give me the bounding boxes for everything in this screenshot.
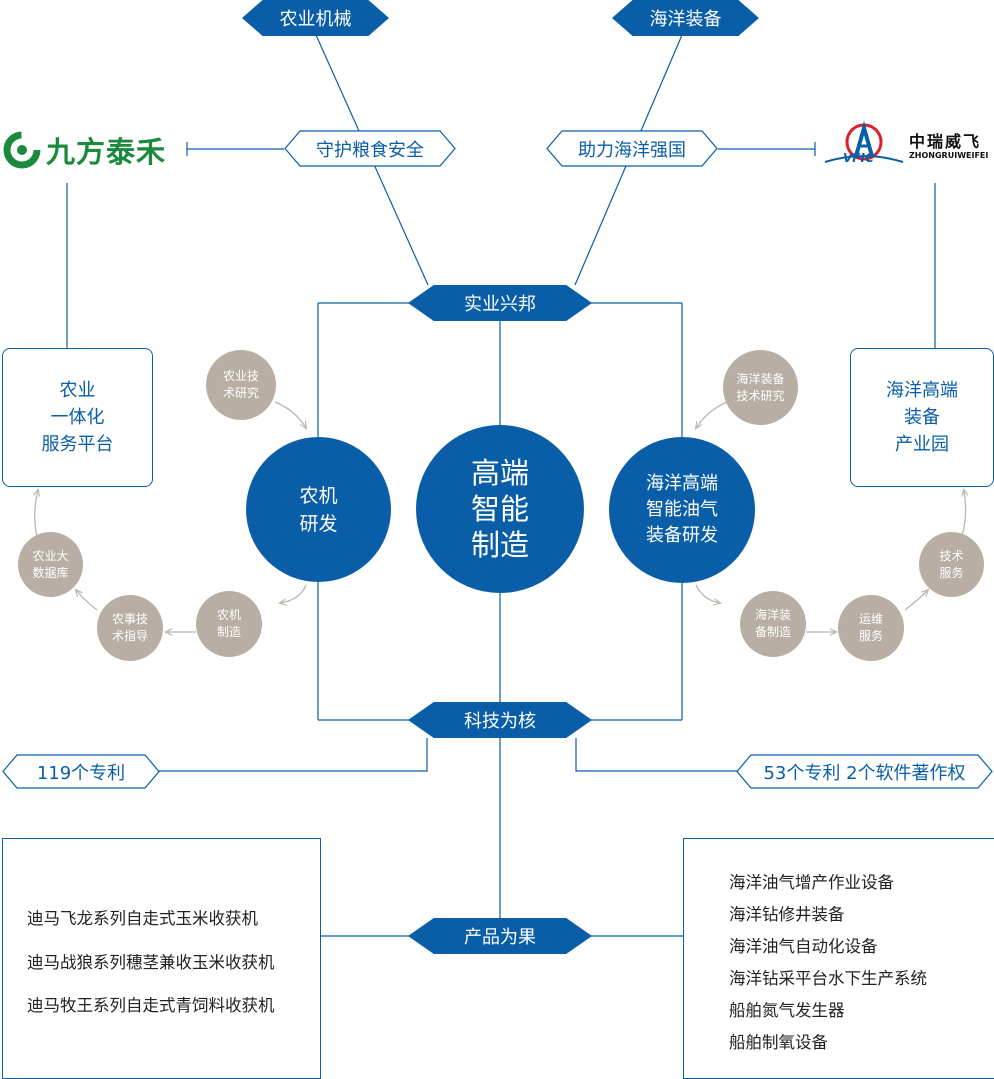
bar-product-result: 产品为果: [408, 918, 592, 954]
slogan-food-security: 守护粮食安全: [284, 130, 456, 167]
patent-outline: [2, 754, 160, 789]
tag-agri-machinery: 农业机械: [242, 0, 389, 36]
marine-tech-research-circle: 海洋装备 技术研究: [723, 350, 798, 425]
marine-product-item: 船舶氮气发生器: [729, 1001, 845, 1020]
agri-product-item: 迪马战狼系列穗茎兼收玉米收获机: [27, 953, 275, 972]
patents-left-label: 119个专利: [36, 762, 126, 784]
jiufang-leaf-icon: [3, 131, 41, 169]
zhongrui-weifei-logo: VFIC 中瑞威飞 ZHONGRUIWEIFEI: [823, 120, 993, 170]
agri-products-box: 迪马飞龙系列自走式玉米收获机 迪马战狼系列穗茎兼收玉米收获机 迪马牧王系列自走式…: [2, 838, 321, 1079]
tag-agri-machinery-label: 农业机械: [279, 9, 352, 30]
tag-marine-equipment: 海洋装备: [612, 0, 759, 36]
marine-products-box: 海洋油气增产作业设备 海洋钻修井装备 海洋油气自动化设备 海洋钻采平台水下生产系…: [683, 838, 994, 1079]
patents-right-label: 53个专利 2个软件著作权: [763, 762, 966, 784]
agri-product-item: 迪马牧王系列自走式青饲料收获机: [27, 996, 275, 1015]
agri-service-platform: 农业 一体化 服务平台: [2, 348, 153, 487]
zhongrui-name-cn: 中瑞威飞: [909, 132, 982, 151]
marine-product-item: 海洋钻采平台水下生产系统: [729, 969, 927, 988]
slogan-marine-power: 助力海洋强国: [546, 130, 718, 167]
operation-service-circle: 运维 服务: [838, 595, 904, 661]
patents-right: 53个专利 2个软件著作权: [736, 754, 993, 789]
slogan-food-security-label: 守护粮食安全: [316, 139, 424, 161]
bar-industry-label: 实业兴邦: [464, 294, 536, 315]
agri-tech-research-circle: 农业技 术研究: [206, 350, 276, 420]
tech-service-circle: 技术 服务: [919, 532, 984, 597]
center-high-end-manufacturing: 高端 智能 制造: [416, 425, 584, 593]
patents-left: 119个专利: [2, 754, 160, 789]
tag-marine-equipment-label: 海洋装备: [649, 9, 722, 30]
vfic-mark-text: VFIC: [843, 151, 874, 165]
bar-product-label: 产品为果: [464, 927, 536, 948]
marine-product-item: 海洋油气自动化设备: [729, 937, 878, 956]
marine-industrial-park: 海洋高端 装备 产业园: [850, 348, 994, 487]
slogan-marine-power-label: 助力海洋强国: [578, 139, 686, 161]
agri-big-data-circle: 农业大 数据库: [18, 532, 83, 597]
zhongrui-name-en: ZHONGRUIWEIFEI: [909, 151, 989, 160]
farming-guidance-circle: 农事技 术指导: [97, 595, 163, 661]
marine-product-item: 船舶制氧设备: [729, 1033, 828, 1052]
agri-machine-manufacture-circle: 农机 制造: [196, 591, 262, 657]
agri-product-item: 迪马飞龙系列自走式玉米收获机: [27, 909, 258, 928]
marine-manufacture-circle: 海洋装 备制造: [740, 591, 806, 657]
patent-outline: [736, 754, 993, 789]
marine-equipment-rd-circle: 海洋高端 智能油气 装备研发: [609, 437, 755, 583]
slogan-outline: [284, 130, 456, 167]
bar-technology-core: 科技为核: [408, 702, 592, 738]
marine-product-item: 海洋钻修井装备: [729, 905, 845, 924]
jiufang-logo-text: 九方泰禾: [46, 135, 167, 169]
bar-industry-prosperity: 实业兴邦: [408, 285, 592, 321]
jiufang-taihe-logo: 九方泰禾: [2, 128, 182, 172]
bar-technology-label: 科技为核: [464, 711, 536, 732]
slogan-outline: [546, 130, 718, 167]
agri-machine-rd-circle: 农机 研发: [246, 437, 391, 582]
vfic-emblem-icon: [824, 120, 904, 163]
marine-product-item: 海洋油气增产作业设备: [729, 873, 894, 892]
